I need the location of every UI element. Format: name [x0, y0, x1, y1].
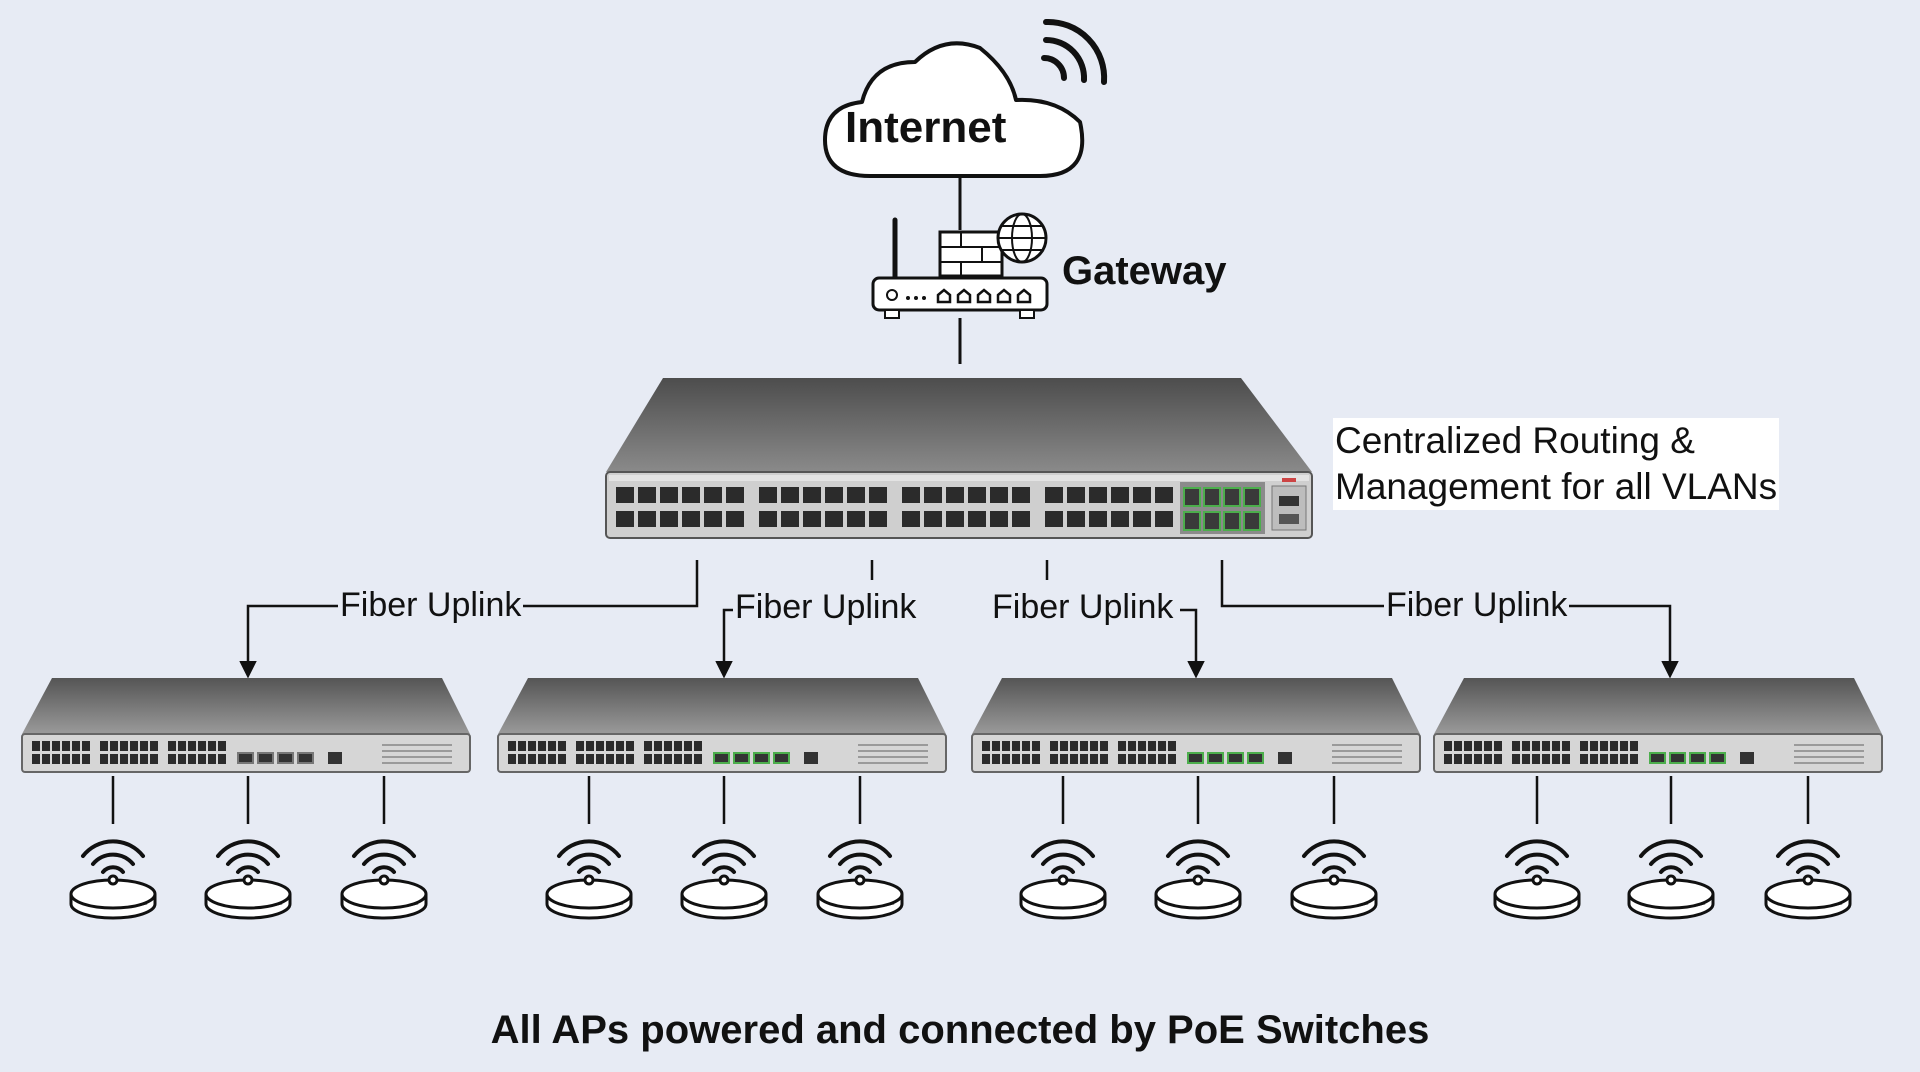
core-port: [1133, 511, 1151, 527]
core-switch: [605, 378, 1313, 539]
access-point-icon: [340, 776, 428, 920]
core-port: [1045, 511, 1063, 527]
access-point-icon: [1627, 776, 1715, 920]
access-switch-1: [21, 678, 471, 773]
core-port: [1111, 487, 1129, 503]
core-port: [726, 511, 744, 527]
core-port: [682, 487, 700, 503]
core-port: [1089, 511, 1107, 527]
core-note-line-2: Management for all VLANs: [1335, 466, 1778, 507]
core-port: [759, 511, 777, 527]
fiber-uplink-label-2: Fiber Uplink: [733, 588, 919, 627]
access-switch-3: [971, 678, 1421, 773]
core-sfp-port: [1183, 511, 1201, 531]
core-port: [902, 487, 920, 503]
core-port: [726, 487, 744, 503]
core-sfp-port: [1203, 511, 1221, 531]
core-port: [1067, 487, 1085, 503]
core-port: [968, 511, 986, 527]
core-port: [1045, 487, 1063, 503]
core-port: [825, 511, 843, 527]
core-port: [1067, 511, 1085, 527]
core-port: [902, 511, 920, 527]
core-port: [1111, 511, 1129, 527]
core-port: [869, 511, 887, 527]
access-point-icon: [680, 776, 768, 920]
core-port: [803, 487, 821, 503]
gateway-label: Gateway: [1062, 249, 1227, 293]
core-port: [660, 511, 678, 527]
core-port: [660, 487, 678, 503]
core-sfp-port: [1183, 487, 1201, 507]
access-point-icon: [1493, 776, 1581, 920]
access-point-icon: [204, 776, 292, 920]
core-port: [1133, 487, 1151, 503]
core-port: [1012, 511, 1030, 527]
access-switch-4: [1433, 678, 1883, 773]
access-point-icon: [545, 776, 633, 920]
access-point-icon: [1154, 776, 1242, 920]
internet-label: Internet: [845, 103, 1007, 152]
core-sfp-port: [1223, 511, 1241, 531]
router-firewall-globe-icon: [871, 212, 1049, 319]
access-point-icon: [816, 776, 904, 920]
core-port: [946, 511, 964, 527]
core-port: [1155, 487, 1173, 503]
core-port: [1089, 487, 1107, 503]
fiber-uplink-label-1: Fiber Uplink: [338, 586, 524, 625]
core-port: [924, 487, 942, 503]
core-port: [990, 487, 1008, 503]
core-port: [781, 511, 799, 527]
access-point-icon: [1764, 776, 1852, 920]
core-port: [759, 487, 777, 503]
core-port: [704, 511, 722, 527]
core-port: [781, 487, 799, 503]
core-port: [869, 487, 887, 503]
core-port: [638, 511, 656, 527]
core-port: [825, 487, 843, 503]
core-sfp-port: [1243, 511, 1261, 531]
fiber-uplink-label-4: Fiber Uplink: [1384, 586, 1570, 625]
core-port: [616, 487, 634, 503]
core-sfp-port: [1203, 487, 1221, 507]
access-switch-2: [497, 678, 947, 773]
access-point-icon: [1290, 776, 1378, 920]
core-note-line-1: Centralized Routing &: [1335, 420, 1695, 461]
core-sfp-port: [1243, 487, 1261, 507]
core-port: [638, 487, 656, 503]
core-port: [1012, 487, 1030, 503]
core-port: [1155, 511, 1173, 527]
access-point-icon: [69, 776, 157, 920]
core-port: [682, 511, 700, 527]
cloud-wifi-icon: [823, 18, 1108, 178]
fiber-uplink-label-3: Fiber Uplink: [990, 588, 1176, 627]
core-port: [924, 511, 942, 527]
core-port: [704, 487, 722, 503]
core-port: [990, 511, 1008, 527]
core-port: [968, 487, 986, 503]
core-switch-note: Centralized Routing & Management for all…: [1333, 418, 1780, 510]
core-port: [847, 487, 865, 503]
core-sfp-port: [1223, 487, 1241, 507]
access-point-icon: [1019, 776, 1107, 920]
core-port: [946, 487, 964, 503]
footer-caption: All APs powered and connected by PoE Swi…: [490, 1008, 1430, 1052]
core-port: [847, 511, 865, 527]
core-port: [803, 511, 821, 527]
core-port: [616, 511, 634, 527]
